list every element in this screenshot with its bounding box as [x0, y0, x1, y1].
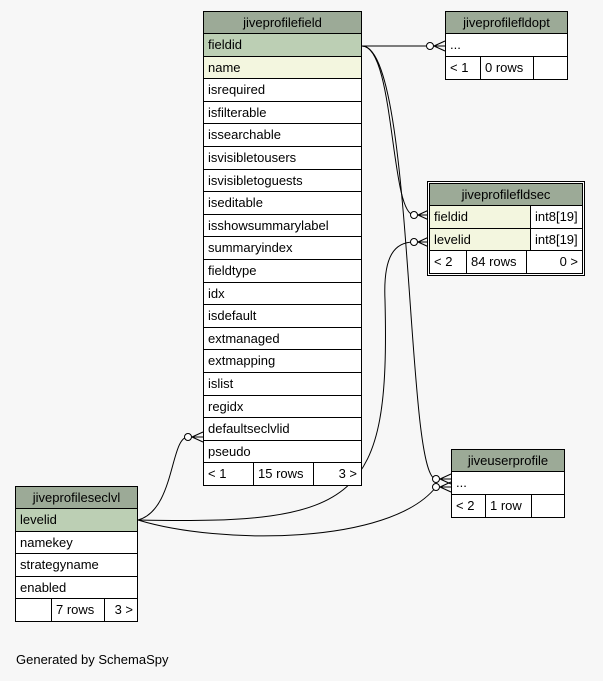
- edge-end-circle: [432, 475, 440, 483]
- children-count: [534, 57, 567, 79]
- table-footer: < 1 15 rows 3 >: [204, 463, 361, 486]
- edge-defaultseclvlid: [137, 436, 189, 521]
- table-jiveprofilefldopt[interactable]: jiveprofilefldopt ... < 1 0 rows: [445, 11, 568, 80]
- column-row: namekey: [16, 532, 137, 555]
- edge-userprofile-levelid: [137, 486, 437, 537]
- row-count: 84 rows: [467, 251, 527, 274]
- column-row: isshowsummarylabel: [204, 215, 361, 238]
- column-row: issearchable: [204, 124, 361, 147]
- table-jiveprofilefldsec[interactable]: jiveprofilefldsec fieldid int8[19] level…: [427, 181, 585, 277]
- crows-foot: [191, 431, 204, 443]
- edge-end-circle: [410, 211, 418, 219]
- column-row: levelid int8[19]: [430, 228, 582, 252]
- children-count: [532, 495, 564, 517]
- generator-credit: Generated by SchemaSpy: [16, 652, 169, 667]
- column-row: extmanaged: [204, 328, 361, 351]
- table-title: jiveprofilefldopt: [446, 12, 567, 34]
- table-footer: < 2 84 rows 0 >: [430, 251, 582, 274]
- column-row: isvisibletoguests: [204, 170, 361, 193]
- row-count: 7 rows: [52, 599, 105, 622]
- row-count: 15 rows: [254, 463, 314, 486]
- column-row: enabled: [16, 577, 137, 600]
- column-row: pseudo: [204, 441, 361, 464]
- column-name: fieldid: [434, 209, 468, 224]
- edge-end-circle: [432, 483, 440, 491]
- crows-foot: [433, 40, 446, 52]
- row-count: 1 row: [486, 494, 532, 517]
- table-jiveuserprofile[interactable]: jiveuserprofile ... < 2 1 row: [451, 449, 565, 518]
- column-row: fieldtype: [204, 260, 361, 283]
- column-row: islist: [204, 373, 361, 396]
- table-footer: < 1 0 rows: [446, 56, 567, 79]
- table-jiveprofilefield[interactable]: jiveprofilefield fieldid name isrequired…: [203, 11, 362, 487]
- column-row: name: [204, 56, 361, 80]
- edge-end-circle: [184, 433, 192, 441]
- table-title: jiveprofileseclvl: [16, 487, 137, 509]
- column-row: idx: [204, 283, 361, 306]
- column-row: iseditable: [204, 192, 361, 215]
- column-type: int8[19]: [530, 228, 582, 251]
- column-row: ...: [446, 34, 567, 57]
- table-title: jiveuserprofile: [452, 450, 564, 472]
- column-row: isdefault: [204, 305, 361, 328]
- children-count: 0 >: [559, 254, 578, 270]
- table-jiveprofileseclvl[interactable]: jiveprofileseclvl levelid namekey strate…: [15, 486, 138, 623]
- parents-count: < 2: [430, 251, 467, 274]
- column-name: levelid: [434, 231, 471, 247]
- column-row: strategyname: [16, 554, 137, 577]
- column-row: fieldid int8[19]: [430, 206, 582, 229]
- column-row: isfilterable: [204, 102, 361, 125]
- edge-end-circle: [410, 238, 418, 246]
- edge-fldsec-fieldid: [361, 45, 415, 216]
- column-row: fieldid: [204, 34, 361, 57]
- parents-count: < 1: [204, 463, 254, 486]
- column-row: levelid: [16, 509, 137, 532]
- column-row: isvisibletousers: [204, 147, 361, 170]
- row-count: 0 rows: [481, 56, 534, 79]
- parents-count: [16, 599, 52, 622]
- crows-foot: [439, 481, 452, 493]
- column-row: ...: [452, 472, 564, 495]
- table-title: jiveprofilefield: [204, 12, 361, 34]
- parents-count: < 2: [452, 494, 486, 517]
- parents-count: < 1: [446, 56, 481, 79]
- children-count: 3 >: [114, 602, 133, 618]
- table-footer: < 2 1 row: [452, 494, 564, 517]
- edge-end-circle: [426, 42, 434, 50]
- column-row: defaultseclvlid: [204, 418, 361, 441]
- edge-fldsec-levelid: [137, 241, 415, 522]
- column-row: isrequired: [204, 79, 361, 102]
- column-row: extmapping: [204, 350, 361, 373]
- column-row: regidx: [204, 396, 361, 419]
- table-title: jiveprofilefldsec: [430, 184, 582, 206]
- column-row: summaryindex: [204, 237, 361, 260]
- column-type: int8[19]: [530, 206, 582, 228]
- children-count: 3 >: [338, 466, 357, 482]
- edge-userprofile-fieldid: [361, 45, 437, 480]
- table-footer: 7 rows 3 >: [16, 599, 137, 622]
